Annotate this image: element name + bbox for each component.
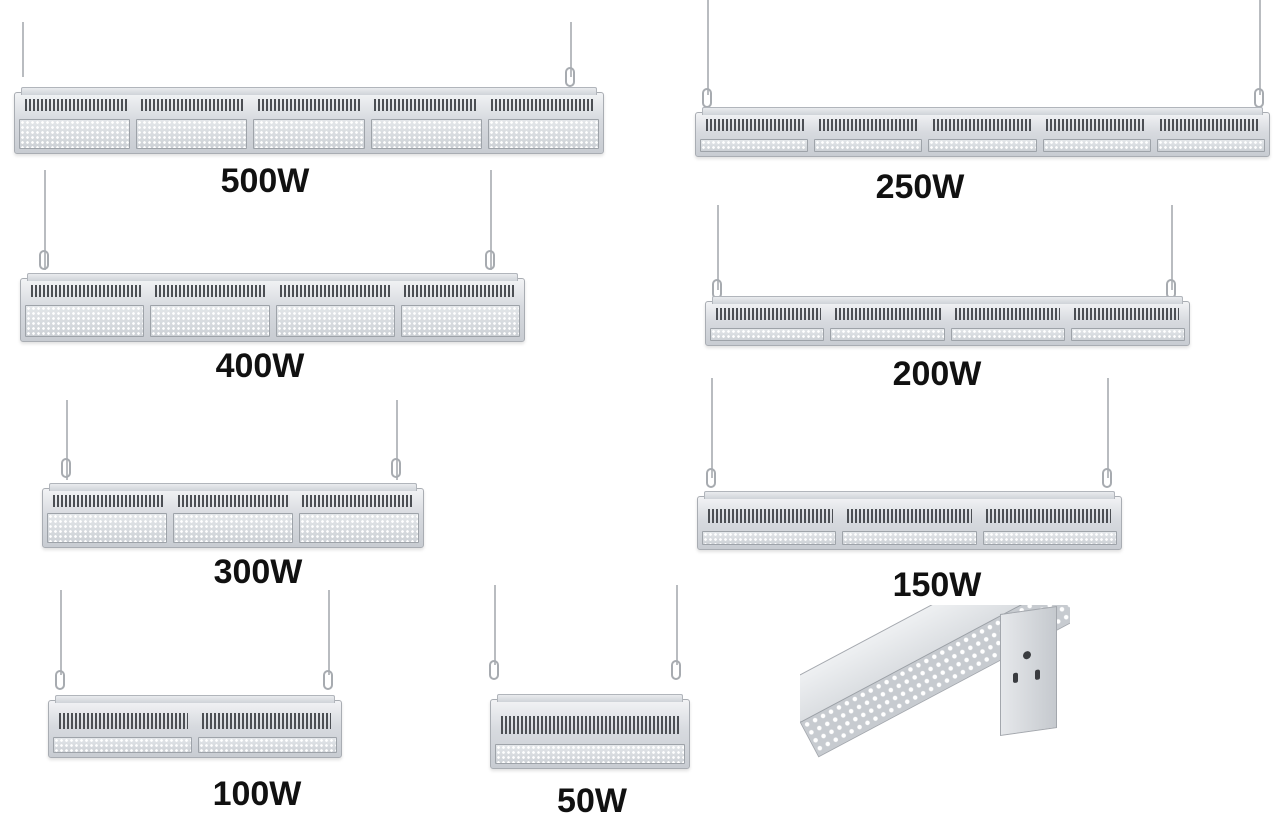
wattage-label-300w: 300W <box>213 553 303 591</box>
hanger-hook-icon <box>323 670 333 690</box>
product-100w <box>48 590 342 760</box>
product-200w <box>705 205 1190 350</box>
wattage-label-500w: 500W <box>220 162 310 200</box>
product-50w <box>489 585 690 775</box>
lamp-housing <box>697 491 1122 550</box>
hanger-hook-icon <box>706 468 716 488</box>
hanger-hook-icon <box>39 250 49 270</box>
wattage-label-50w: 50W <box>557 782 627 820</box>
lamp-housing <box>695 107 1270 157</box>
lamp-housing <box>42 483 424 548</box>
angled-product-photo <box>800 605 1070 800</box>
product-500w <box>14 22 604 182</box>
hanger-hook-icon <box>565 67 575 87</box>
hanger-hook-icon <box>1254 88 1264 108</box>
hanger-hook-icon <box>61 458 71 478</box>
hanger-hook-icon <box>702 88 712 108</box>
mounting-bracket <box>1000 605 1057 737</box>
product-150w <box>697 378 1122 553</box>
hanger-hook-icon <box>55 670 65 690</box>
hanger-hook-icon <box>1102 468 1112 488</box>
product-300w <box>42 400 424 550</box>
product-250w <box>695 0 1270 160</box>
hanger-hook-icon <box>489 660 499 680</box>
lamp-housing <box>490 694 690 769</box>
lamp-housing <box>20 273 525 342</box>
wattage-label-400w: 400W <box>215 347 305 385</box>
hanger-hook-icon <box>671 660 681 680</box>
lamp-housing <box>14 87 604 154</box>
hanger-hook-icon <box>485 250 495 270</box>
wattage-label-250w: 250W <box>875 168 965 206</box>
product-400w <box>20 170 525 345</box>
lamp-housing <box>705 296 1190 346</box>
wattage-label-150w: 150W <box>892 566 982 604</box>
hanger-hook-icon <box>391 458 401 478</box>
wattage-label-100w: 100W <box>212 775 302 813</box>
lamp-housing <box>48 695 342 758</box>
wattage-label-200w: 200W <box>892 355 982 393</box>
